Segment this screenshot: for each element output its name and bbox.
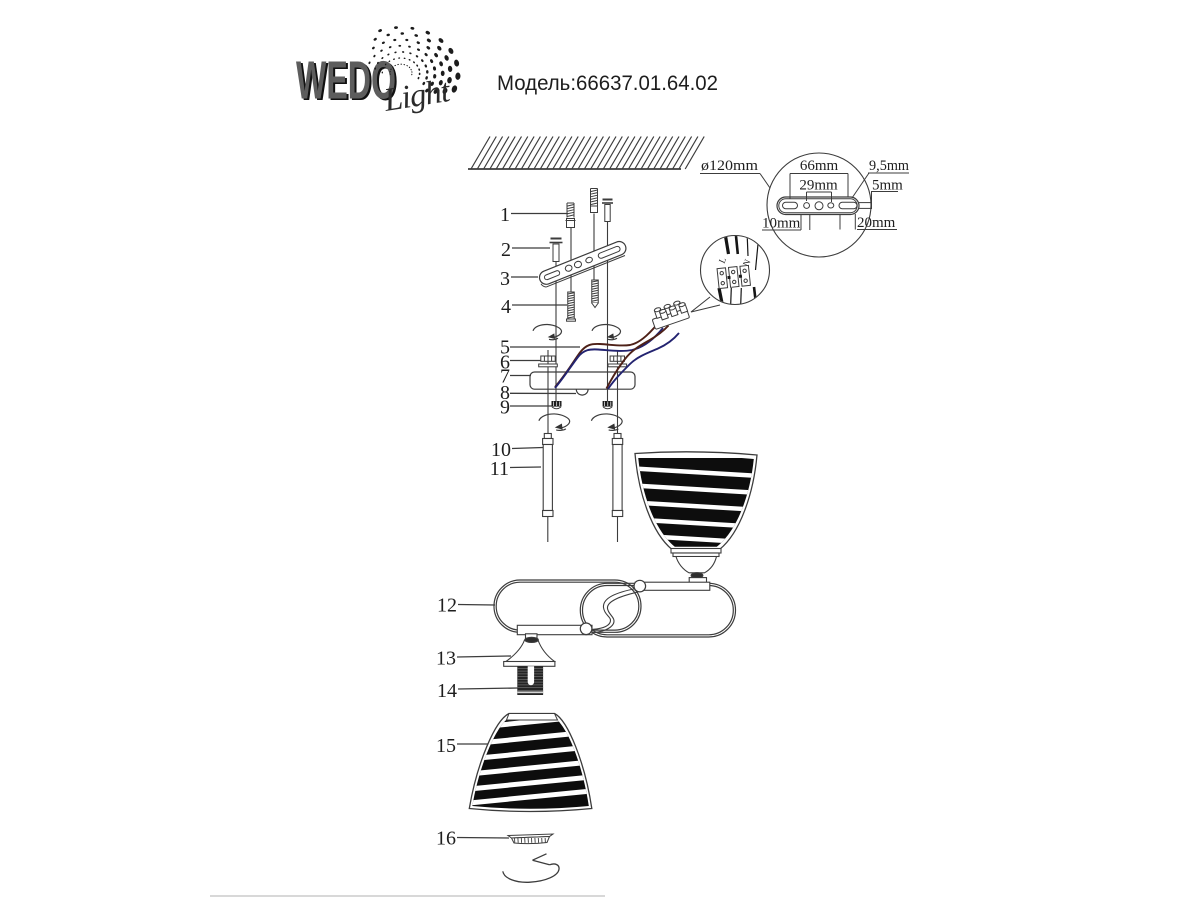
svg-text:6: 6	[500, 352, 510, 374]
svg-text:WEDO: WEDO	[298, 52, 398, 112]
svg-text:1: 1	[500, 204, 510, 226]
svg-text:29mm: 29mm	[799, 178, 838, 194]
svg-text:11: 11	[490, 458, 509, 480]
svg-text:14: 14	[437, 680, 457, 702]
svg-text:10: 10	[491, 439, 511, 461]
svg-text:66mm: 66mm	[800, 158, 839, 174]
svg-text:L: L	[717, 256, 728, 265]
svg-text:7: 7	[500, 366, 510, 388]
svg-text:13: 13	[436, 648, 456, 670]
svg-text:4: 4	[501, 296, 511, 318]
svg-text:20mm: 20mm	[857, 215, 896, 231]
svg-text:Модель:66637.01.64.02: Модель:66637.01.64.02	[497, 72, 718, 95]
svg-text:15: 15	[436, 735, 456, 757]
svg-text:5: 5	[500, 337, 510, 359]
svg-text:WEDO: WEDO	[296, 51, 396, 111]
svg-text:3: 3	[500, 268, 510, 290]
svg-text:ø120mm: ø120mm	[701, 158, 758, 174]
svg-text:N: N	[741, 257, 753, 268]
svg-text:5mm: 5mm	[872, 178, 903, 194]
svg-text:12: 12	[437, 595, 457, 617]
svg-text:9: 9	[500, 397, 510, 419]
svg-text:10mm: 10mm	[762, 216, 801, 232]
svg-text:9,5mm: 9,5mm	[869, 158, 909, 174]
svg-text:16: 16	[436, 828, 456, 850]
svg-text:8: 8	[500, 382, 510, 404]
svg-text:2: 2	[501, 239, 511, 261]
